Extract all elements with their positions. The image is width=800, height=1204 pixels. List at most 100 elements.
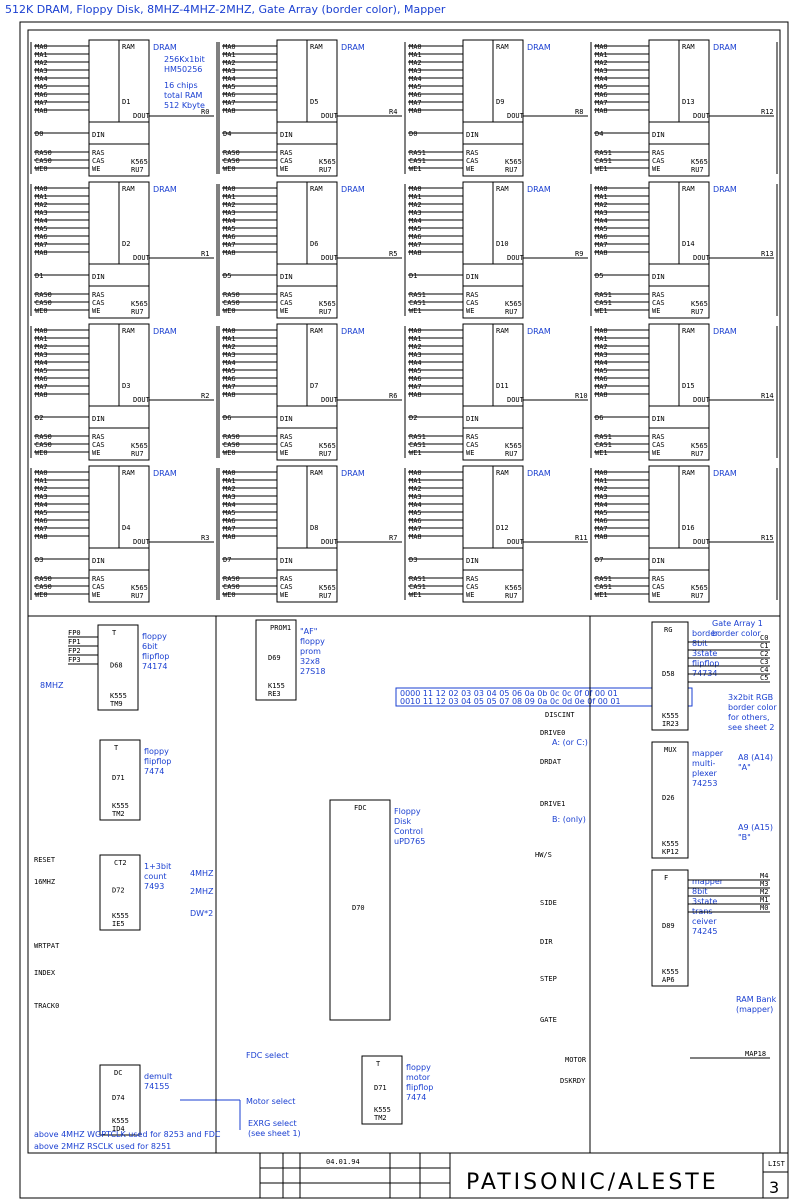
pin-label: DOUT (321, 254, 339, 262)
net-label: MA7 (595, 99, 608, 107)
net-label: WE1 (595, 591, 608, 599)
chip-function: RG (664, 626, 672, 634)
net-label: MA1 (595, 335, 608, 343)
list-label: LIST (768, 1160, 786, 1168)
chip-function: PROM1 (270, 624, 291, 632)
chip-body (329, 799, 391, 1021)
prom-dump-line: 0010 11 12 03 04 05 05 07 08 09 0a 0c 0d… (400, 697, 621, 706)
chip-name: D71 (112, 774, 125, 782)
pin-label: WE (280, 307, 288, 315)
net-label: MA3 (35, 493, 48, 501)
net-label: RAS1 (409, 433, 426, 441)
net-label: MA4 (35, 217, 48, 225)
net-label: MA7 (409, 241, 422, 249)
chip-description: flipflop (142, 652, 169, 661)
net-label: R1 (201, 250, 209, 258)
clock-label: 4MHZ (190, 869, 214, 878)
net-label: M1 (760, 896, 768, 904)
net-label: D2 (35, 414, 43, 422)
dram-chip-d7: MA0A0MA1A1MA2A2MA3A3MA4A4MA5A5MA6A6MA7A7… (218, 323, 406, 461)
chip-description: multi- (692, 759, 715, 768)
net-label: WE1 (595, 449, 608, 457)
chip-description: border (692, 629, 719, 638)
net-label: MA1 (35, 477, 48, 485)
net-label: MA2 (595, 201, 608, 209)
net-label: CAS0 (35, 157, 52, 165)
net-label: MA1 (409, 51, 422, 59)
clock-label: 2MHZ (190, 887, 214, 896)
pin-label: RAS (466, 433, 479, 441)
pin-label: WE (652, 591, 660, 599)
clock-label: 8MHZ (40, 681, 64, 690)
pin-label: WE (652, 449, 660, 457)
pin-label: DIN (92, 415, 105, 423)
pin-label: DOUT (507, 112, 525, 120)
net-label: WE0 (223, 165, 236, 173)
gate-array-note: border color (728, 703, 777, 712)
net-label: MA1 (223, 51, 236, 59)
chip-description: "AF" (300, 627, 317, 636)
net-label: D2 (409, 414, 417, 422)
part-number: K155 (268, 682, 285, 690)
net-label: MA2 (35, 59, 48, 67)
net-label: D3 (35, 556, 43, 564)
gate-array-title: border color (712, 629, 761, 638)
net-label: R14 (761, 392, 774, 400)
chip-name: D16 (682, 524, 695, 532)
chip-description: 74174 (142, 662, 167, 671)
chip-function: T (114, 744, 119, 752)
pin-label: CAS (652, 299, 665, 307)
pin-label: RAS (92, 291, 105, 299)
chip-description: 27S18 (300, 667, 325, 676)
part-number: RU7 (505, 166, 518, 174)
pin-label: WE (92, 591, 100, 599)
pin-label: DIN (92, 131, 105, 139)
dram-note: HM50256 (164, 65, 202, 74)
chip-name: D11 (496, 382, 509, 390)
net-label: R13 (761, 250, 774, 258)
dram-chip-d10: MA0A0MA1A1MA2A2MA3A3MA4A4MA5A5MA6A6MA7A7… (404, 181, 592, 319)
net-label: R2 (201, 392, 209, 400)
net-label: CAS1 (409, 157, 426, 165)
net-label: MA1 (35, 51, 48, 59)
net-label: MA5 (595, 225, 608, 233)
net-label: D4 (223, 130, 231, 138)
net-label: CAS0 (35, 299, 52, 307)
part-number: K555 (662, 840, 679, 848)
net-label: D1 (409, 272, 417, 280)
dram-label: DRAM (713, 327, 737, 336)
pin-label: DIN (280, 131, 293, 139)
pin-label: DOUT (133, 254, 151, 262)
pin-label: DOUT (507, 538, 525, 546)
net-label: MA6 (223, 91, 236, 99)
net-label: MA8 (223, 107, 236, 115)
net-label: WE1 (409, 307, 422, 315)
dram-label: DRAM (527, 185, 551, 194)
part-number: K565 (319, 300, 336, 308)
footnote-wgptclk: above 4MHZ WGPTCLK used for 8253 and FDC (34, 1130, 221, 1139)
net-label: C0 (760, 634, 768, 642)
net-label: MA0 (35, 469, 48, 477)
net-label: R5 (389, 250, 397, 258)
net-label: MA4 (35, 359, 48, 367)
net-label: M2 (760, 888, 768, 896)
chip-description: 8bit (692, 887, 708, 896)
pin-label: DOUT (693, 112, 711, 120)
part-number: RU7 (691, 450, 704, 458)
dram-chip-d1: MA0A0MA1A1MA2A2MA3A3MA4A4MA5A5MA6A6MA7A7… (30, 39, 218, 177)
net-label: CAS1 (409, 441, 426, 449)
net-label: MA7 (595, 383, 608, 391)
pin-label: WE (280, 449, 288, 457)
net-label: MA1 (223, 335, 236, 343)
net-label: MAP18 (745, 1050, 766, 1058)
net-label: MA7 (223, 241, 236, 249)
pin-label: CAS (280, 441, 293, 449)
part-number: K565 (319, 584, 336, 592)
chip-description: 3state (692, 897, 717, 906)
net-label: MA6 (35, 517, 48, 525)
pin-label: RAS (280, 575, 293, 583)
